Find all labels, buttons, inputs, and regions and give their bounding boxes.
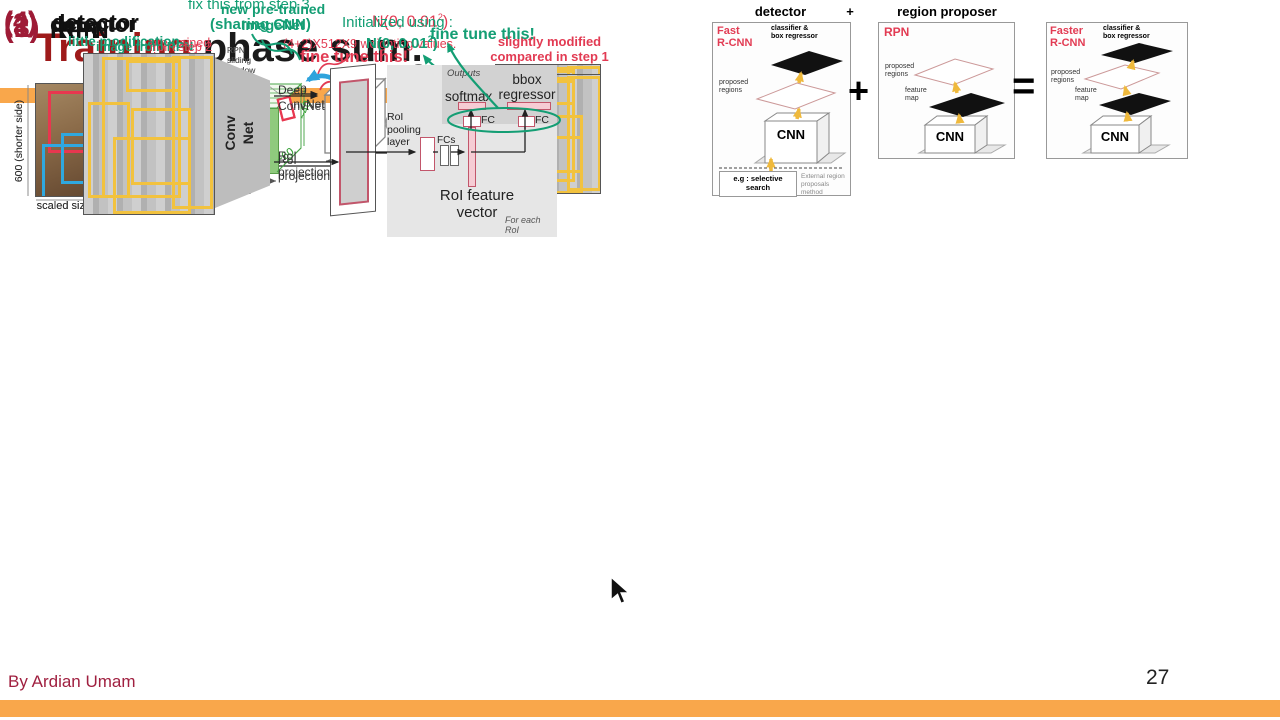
classifier-feature-plane [771,51,843,75]
selective-search-box: e.g : selective search [719,171,797,197]
roi-feature-vector-label: RoI feature vector [439,187,515,221]
feature-map-label: feature map [1075,87,1097,103]
fast-rcnn-label: Fast R-CNN [717,25,753,50]
fine-tune-note: fine tune this! [300,48,409,66]
panel-number: (1) [4,12,40,44]
deep-convnet-label: Deep ConvNet [278,83,325,114]
proposed-regions-label: proposed regions [1051,69,1081,85]
panel-number: (2) [4,8,37,38]
detector-heading: detector [754,4,807,19]
roi-pooling-label: RoI pooling layer [387,111,421,149]
region-proposer-heading: region proposer [897,4,997,19]
fix-from-step3-note: fix this from step 3 [188,0,310,13]
proposal-box [112,137,192,214]
page-title: Training phase sum. [36,26,423,71]
classifier-label: classifier & box regressor [1103,25,1150,40]
author-credit: By Ardian Umam [8,672,136,691]
plus-big: + [848,70,870,111]
fine-tune-note: fine tune this! [430,26,535,43]
image-side-label: 600 (shorter side) [13,99,25,183]
faster-rcnn-label: Faster R-CNN [1050,25,1086,50]
softmax-output-bar [458,102,486,110]
modified-note: slightly modified compared in step 1 [490,34,609,64]
convnet-label: Conv Net [222,115,256,151]
rpn-proposals-image [83,53,215,215]
proposal-box [102,57,181,198]
proposed-regions-plane [1083,64,1161,90]
panel-number: (3) [4,12,40,44]
fc-label-right: FC [535,114,549,126]
new-pretrained-note: new pre-trained ImageNet [220,1,326,33]
page-number: 27 [1146,666,1170,689]
mouse-cursor [610,576,631,605]
gaussian-init-label: N(0, 0.012) [366,34,438,52]
arrow-up [792,106,802,120]
sharing-cnn-note: (sharing CNN) [210,16,311,33]
proposed-regions-plane [913,58,995,86]
panel-title: RPN [58,17,109,44]
title-rest: phase sum. [191,26,423,70]
classifier-label: classifier & box regressor [771,25,818,40]
rpn-box: RPN proposed regions feature map CNN [878,22,1015,159]
external-note: External region proposals method [801,173,845,196]
fc-label-left: FC [481,114,495,126]
arrow-up [794,70,804,84]
fc-box-right [518,116,535,127]
classifier-feature-plane [1101,43,1173,63]
proposal-box [87,102,131,198]
cnn-label: CNN [1100,129,1130,144]
gaussian-init-label: N(0, 0.012) [372,12,449,31]
fast-rcnn-box: Fast R-CNN classifier & box regressor pr… [712,22,851,197]
feature-map-inner [339,78,369,206]
bbox-regressor-label: bbox regressor [498,72,556,102]
panel-title: detector [52,10,139,35]
fc-small-box [450,145,459,166]
fast-rcnn-head-panel: Outputs softmax bbox regressor FC FC FCs… [387,65,557,237]
proposal-box [172,55,214,209]
little-modification-note: little modification [68,34,180,49]
feature-map-plane [929,93,1005,117]
panel-number: (4) [4,6,37,36]
roi-pooling-box [420,137,435,171]
fcs-label: FCs [437,135,456,146]
panel-3-rpn: (3) RPN 600 (shorter side) scaled size (… [0,12,612,696]
cnn-label: CNN [776,127,806,142]
feature-map-plane [1099,93,1171,115]
proposed-regions-label: proposed regions [719,79,749,95]
fc-box-left [463,116,481,127]
panel-title: RPN [50,17,101,44]
panel-title: detector [50,12,137,37]
weighting-values-note: (4+2)X512X9 weighting values. [283,37,457,51]
roi-feature-vector-bar [468,127,476,187]
convnet-trapezoid [215,58,270,208]
image-from-rpn-label: image from RPN [96,40,194,54]
cnn-label: CNN [935,129,965,144]
roi-projection-label: RoI projection [278,149,331,180]
feature-map-label: feature map [905,87,927,103]
proposal-box [566,76,600,191]
for-each-roi-label: For each RoI [505,215,541,235]
equals-sign: = [1012,64,1036,108]
proposed-regions-plane [755,82,837,110]
fc-small-box [440,145,449,166]
rpn-label: RPN [884,25,910,39]
plus-small: + [846,4,854,19]
panel-2-detector: (2) detector new pre-trained ImageNet im… [0,1,592,461]
proposed-regions-label: proposed regions [885,63,915,79]
outputs-label: Outputs [447,68,481,79]
faster-rcnn-box: Faster R-CNN classifier & box regressor … [1046,22,1188,159]
cnn-platform [753,152,847,164]
bottom-accent-bar [0,700,1280,717]
regressor-output-bar [507,102,551,110]
initialized-using-label: Initialized using : [342,14,453,31]
